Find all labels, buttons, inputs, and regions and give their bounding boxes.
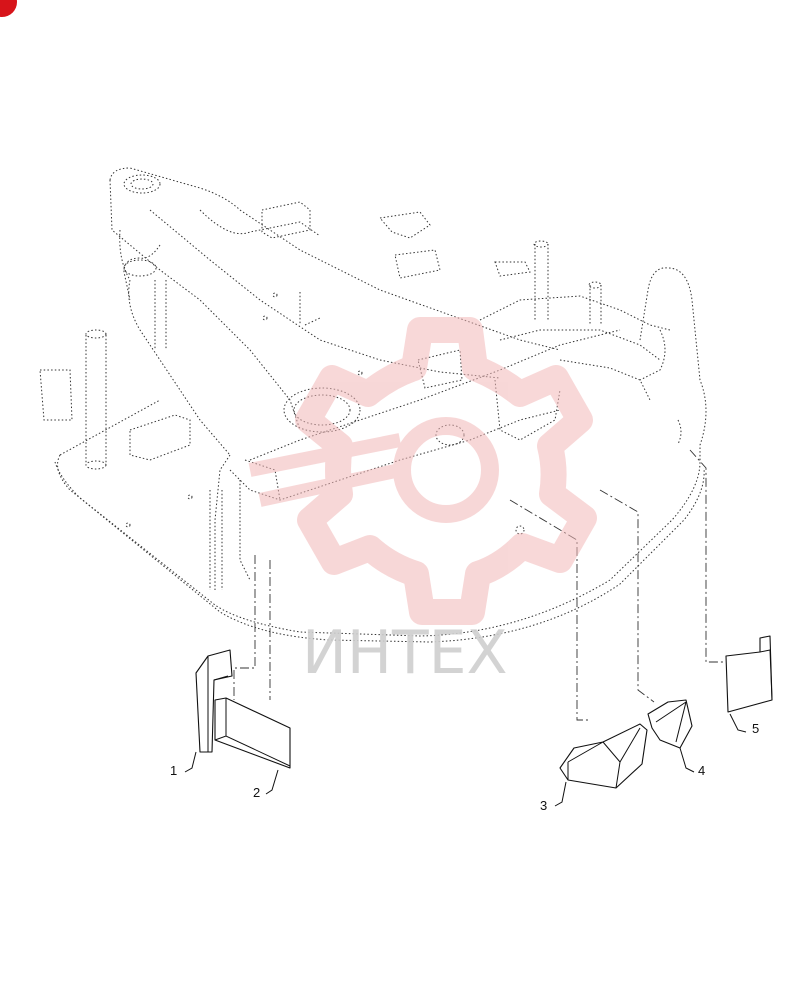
part-5-number: 5 — [752, 721, 759, 736]
part-3-drawing — [554, 723, 648, 807]
part-1-number: 1 — [170, 763, 177, 778]
part-2-number: 2 — [253, 785, 260, 800]
part-3-number: 3 — [540, 798, 547, 813]
watermark-text: ИНТЕХ — [302, 618, 508, 688]
part-4-number: 4 — [698, 763, 705, 778]
part-4-drawing — [647, 699, 695, 773]
part-5-drawing — [725, 635, 773, 733]
corner-badge-icon — [0, 0, 17, 17]
watermark-logo — [248, 317, 597, 625]
part-1-drawing — [184, 649, 233, 773]
gear-logo-icon — [295, 317, 597, 625]
part-2-drawing — [214, 697, 291, 795]
leader-lines — [233, 449, 724, 721]
